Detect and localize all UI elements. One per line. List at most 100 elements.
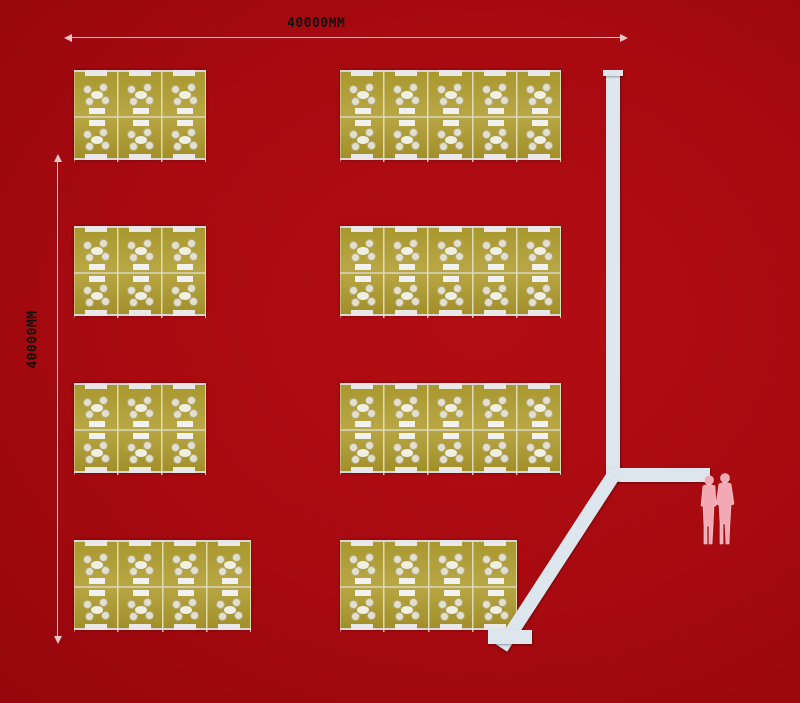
fascia-board	[483, 383, 506, 389]
table-icon	[135, 291, 147, 300]
corridor-wall-bottom	[488, 630, 532, 644]
two-people-silhouette-icon	[700, 473, 735, 545]
chair-icon	[437, 129, 447, 139]
desk-icon	[177, 120, 193, 126]
table-icon	[533, 448, 546, 457]
booth	[74, 117, 118, 162]
chair-icon	[497, 597, 507, 607]
chair-icon	[439, 611, 449, 621]
fascia-board	[395, 154, 418, 160]
chair-icon	[525, 84, 535, 94]
booth	[340, 72, 385, 117]
chair-icon	[83, 554, 93, 564]
chair-icon	[393, 442, 403, 452]
chair-icon	[411, 296, 421, 306]
table-icon	[401, 403, 414, 412]
chair-icon	[395, 566, 405, 576]
booth	[384, 587, 429, 632]
chair-icon	[437, 240, 447, 250]
booth	[384, 228, 429, 273]
chair-icon	[499, 565, 509, 575]
booth	[206, 542, 251, 587]
chair-icon	[481, 397, 491, 407]
fascia-board	[395, 467, 418, 473]
chair-icon	[83, 240, 92, 250]
chair-icon	[437, 84, 447, 94]
table-icon	[223, 605, 236, 614]
fascia-board	[439, 383, 462, 389]
chair-icon	[85, 141, 94, 151]
booth	[118, 542, 163, 587]
chair-icon	[173, 297, 182, 307]
chair-icon	[499, 296, 509, 306]
booth	[516, 430, 561, 475]
chair-icon	[483, 611, 493, 621]
fascia-board	[439, 540, 462, 546]
table-icon	[401, 560, 414, 569]
chair-icon	[129, 141, 138, 151]
desk-icon	[399, 421, 416, 427]
chair-icon	[231, 552, 241, 562]
chair-icon	[127, 442, 136, 452]
chair-icon	[453, 395, 463, 405]
corridor-wall-vertical	[606, 72, 620, 482]
fascia-board	[527, 383, 550, 389]
chair-icon	[85, 297, 94, 307]
chair-icon	[99, 440, 108, 450]
chair-icon	[439, 566, 449, 576]
fascia-board	[85, 540, 108, 546]
table-icon	[223, 560, 236, 569]
aisle-divider	[340, 116, 561, 118]
chair-icon	[351, 252, 361, 262]
chair-icon	[171, 442, 180, 452]
chair-icon	[525, 442, 535, 452]
chair-icon	[367, 95, 377, 105]
booth	[340, 228, 385, 273]
chair-icon	[437, 397, 447, 407]
booth	[162, 385, 206, 430]
chair-icon	[453, 283, 463, 293]
chair-icon	[483, 141, 493, 151]
chair-icon	[409, 395, 419, 405]
table-icon	[401, 291, 414, 300]
booth	[340, 385, 385, 430]
fascia-board	[351, 624, 374, 630]
chair-icon	[395, 409, 405, 419]
chair-icon	[395, 297, 405, 307]
chair-icon	[143, 127, 152, 137]
chair-icon	[497, 127, 507, 137]
desk-icon	[487, 276, 504, 282]
desk-icon	[443, 421, 460, 427]
chair-icon	[365, 597, 375, 607]
chair-icon	[365, 552, 375, 562]
fascia-board	[129, 70, 151, 76]
chair-icon	[99, 82, 108, 92]
chair-icon	[171, 554, 181, 564]
chair-icon	[145, 95, 154, 105]
booth	[472, 385, 517, 430]
desk-icon	[177, 433, 193, 439]
chair-icon	[367, 408, 377, 418]
chair-icon	[395, 96, 405, 106]
chair-icon	[143, 283, 152, 293]
chair-icon	[481, 599, 491, 609]
chair-icon	[481, 240, 491, 250]
chair-icon	[129, 566, 139, 576]
chair-icon	[349, 84, 359, 94]
desk-icon	[177, 578, 194, 584]
chair-icon	[99, 395, 108, 405]
chair-icon	[145, 251, 154, 261]
desk-icon	[399, 433, 416, 439]
chair-icon	[349, 599, 359, 609]
booth	[516, 228, 561, 273]
table-icon	[533, 291, 546, 300]
chair-icon	[351, 96, 361, 106]
table-icon	[357, 448, 370, 457]
booth	[340, 430, 385, 475]
booth	[428, 430, 473, 475]
chair-icon	[233, 610, 243, 620]
desk-icon	[443, 276, 460, 282]
chair-icon	[101, 565, 111, 575]
table-icon	[357, 403, 370, 412]
